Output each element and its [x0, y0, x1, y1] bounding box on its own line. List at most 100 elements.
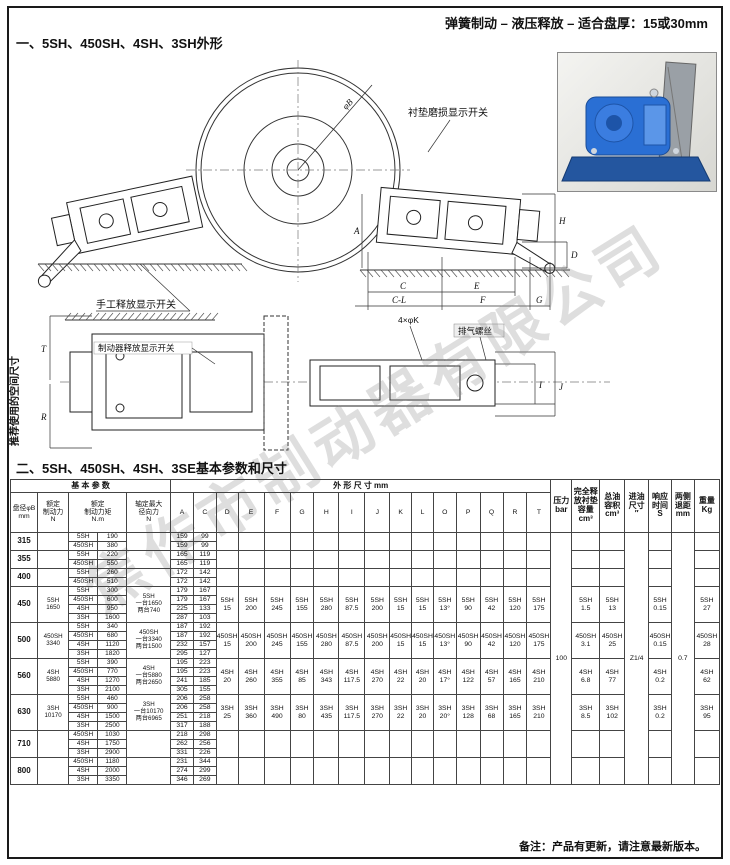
- model-label: 450SH: [70, 560, 99, 568]
- model-label: 3SH: [70, 686, 99, 694]
- dim-E-value: [237, 550, 265, 569]
- dim-C-value: 223: [192, 667, 217, 677]
- dim-I-label: I: [538, 380, 543, 390]
- radial-force: 4SH 一台5880 两台2650: [126, 658, 172, 695]
- dim-A-value: 172: [170, 577, 194, 587]
- dim-I-value: 4SH 117.5: [338, 658, 366, 695]
- dim-Q-value: [479, 568, 504, 587]
- model-label: 5SH: [70, 533, 99, 541]
- pad-volume-value: [571, 757, 601, 785]
- dim-O-value: 450SH 13°: [432, 622, 457, 659]
- dim-H-value: [313, 730, 340, 758]
- torque-cell: 5SH 190: [68, 532, 128, 542]
- dim-E-value: 5SH 200: [237, 586, 265, 623]
- dim-T-value: 5SH 175: [526, 586, 552, 623]
- torque-value: 680: [106, 632, 118, 640]
- dim-H-value: 5SH 280: [313, 586, 340, 623]
- dim-C-value: 256: [192, 739, 217, 749]
- header-right-1: 完全释 放衬垫 容量 cm³: [571, 479, 601, 533]
- pad-volume-value: 4SH 6.8: [571, 658, 601, 695]
- dim-D-label: D: [570, 250, 578, 260]
- model-label: 4SH: [70, 713, 99, 721]
- rated-force: [37, 550, 70, 569]
- disc-diameter: 450: [9, 586, 39, 623]
- dim-C-value: 192: [192, 631, 217, 641]
- left-caliper-drawing: [37, 175, 204, 288]
- dim-A-value: 331: [170, 748, 194, 758]
- header-dim-R: R: [502, 492, 528, 533]
- brake-release-switch-label: 制动器释放显示开关: [98, 343, 175, 353]
- rated-force: [37, 730, 70, 758]
- dim-P-value: [455, 757, 481, 785]
- top-right-title: 弹簧制动 – 液压释放 – 适合盘厚：15或30mm: [445, 16, 708, 31]
- dim-C-value: 167: [192, 586, 217, 596]
- footer-note: 备注：产品有更新，请注意最新版本。: [519, 841, 706, 853]
- response-time-value: 3SH 0.2: [648, 694, 672, 731]
- disc-dia-leader: [297, 84, 373, 171]
- dim-H-value: 450SH 280: [313, 622, 340, 659]
- dim-G-value: [289, 550, 315, 569]
- manual-release-switch-label: 手工释放显示开关: [96, 298, 176, 311]
- pad-volume-value: 5SH 1.5: [571, 586, 601, 623]
- dim-I-value: [338, 532, 366, 551]
- dim-G-value: 5SH 155: [289, 586, 315, 623]
- rated-force: 3SH 10170: [37, 694, 70, 731]
- dim-I-value: [338, 568, 366, 587]
- dim-P-value: 5SH 90: [455, 586, 481, 623]
- torque-value: 600: [106, 596, 118, 604]
- dim-C-value: 299: [192, 766, 217, 776]
- product-photo: [557, 52, 717, 192]
- torque-value: 190: [106, 533, 118, 541]
- dim-Q-value: 450SH 42: [479, 622, 504, 659]
- pad-volume-value: [571, 568, 601, 587]
- response-time-value: [648, 730, 672, 758]
- dim-R-value: [502, 550, 528, 569]
- weight-value: 4SH 62: [693, 658, 721, 695]
- oil-volume-value: [599, 550, 626, 569]
- pad-volume-value: [571, 730, 601, 758]
- dim-A-value: 317: [170, 721, 194, 731]
- dim-D-value: [215, 532, 239, 551]
- header-dims-group: 外 形 尺 寸 mm: [170, 479, 552, 493]
- dim-D-value: 3SH 25: [215, 694, 239, 731]
- dim-D-value: 5SH 15: [215, 586, 239, 623]
- model-label: 450SH: [70, 596, 99, 604]
- dim-L-value: [411, 550, 434, 569]
- pad-wear-leader: [427, 119, 451, 153]
- response-time-value: [648, 550, 672, 569]
- dim-H-value: 4SH 343: [313, 658, 340, 695]
- dim-R-value: 450SH 120: [502, 622, 528, 659]
- dim-A-value: 165: [170, 559, 194, 569]
- weight-value: [693, 757, 721, 785]
- torque-value: 390: [106, 659, 118, 667]
- dim-A-value: 195: [170, 658, 194, 668]
- dim-C-value: 99: [192, 541, 217, 551]
- dim-F-label: F: [479, 295, 486, 305]
- dim-E-value: 4SH 260: [237, 658, 265, 695]
- model-label: 5SH: [70, 551, 99, 559]
- dim-E-value: [237, 757, 265, 785]
- dim-C-value: 99: [192, 532, 217, 542]
- dim-H-value: 3SH 435: [313, 694, 340, 731]
- dim-C-value: 226: [192, 748, 217, 758]
- disc-section-plan: [263, 315, 289, 451]
- oil-volume-value: [599, 568, 626, 587]
- weight-value: 3SH 95: [693, 694, 721, 731]
